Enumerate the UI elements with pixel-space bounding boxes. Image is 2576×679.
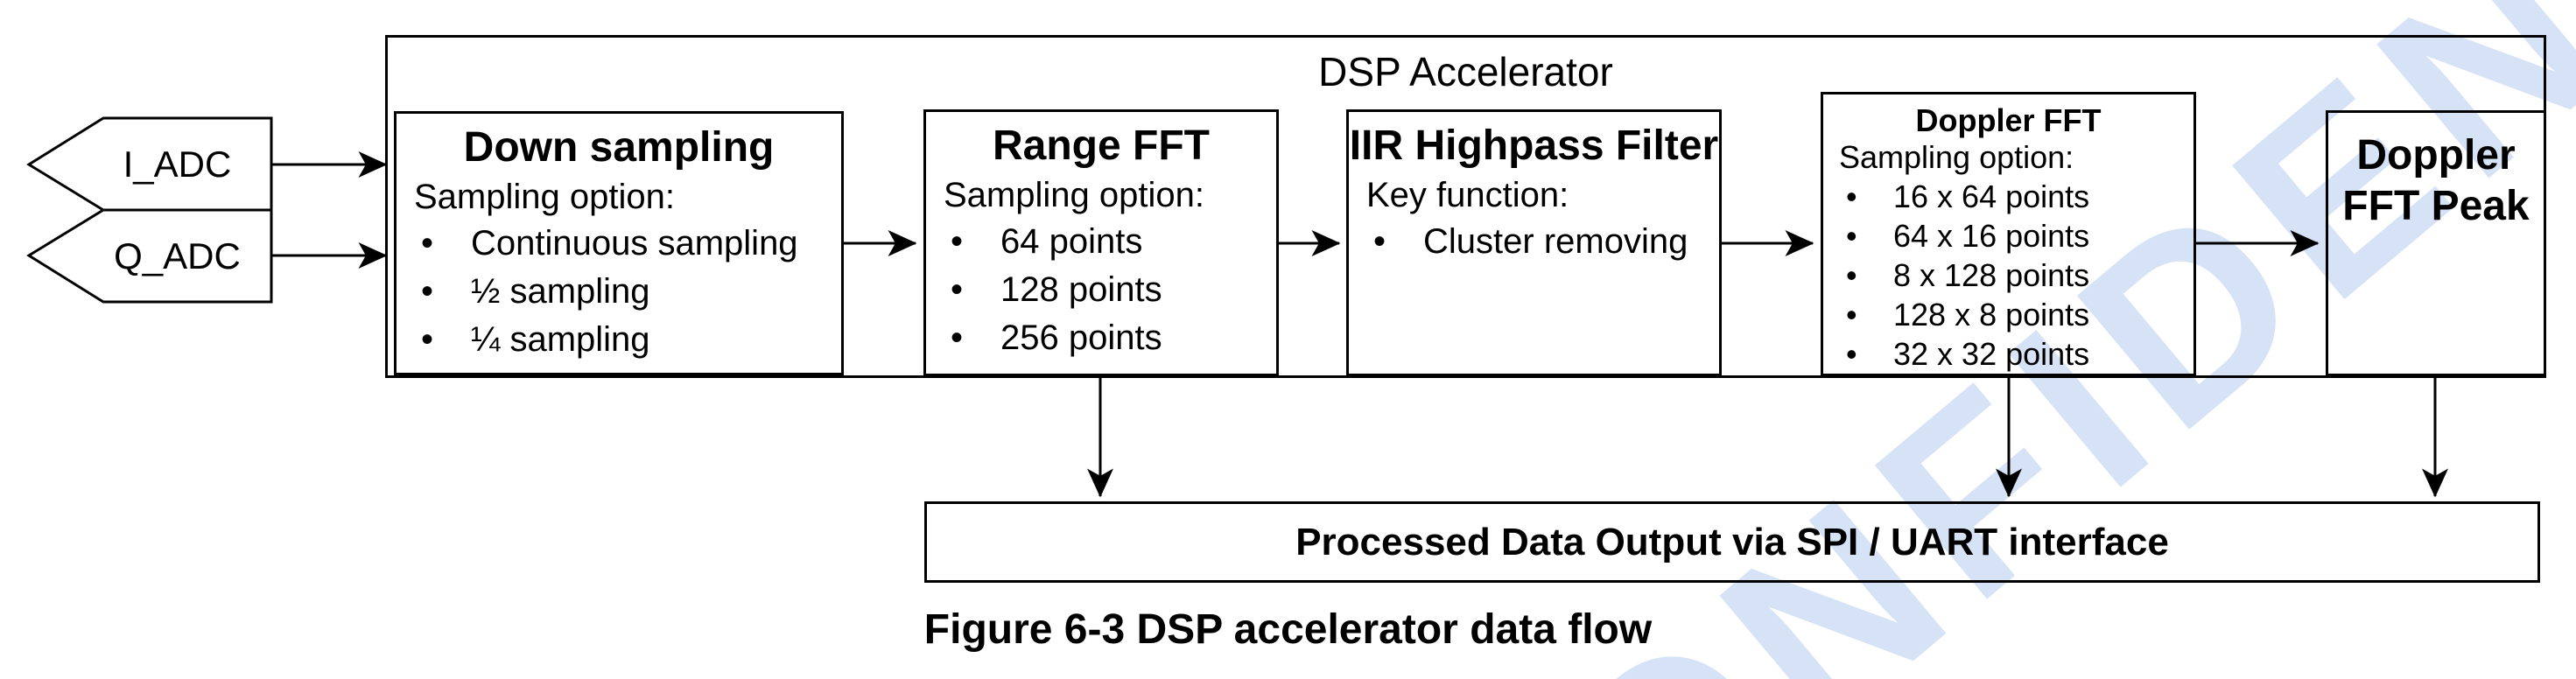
list-item: • 128 x 8 points [1823,295,2193,334]
block-down-sampling: Down sampling Sampling option: • Continu… [394,111,844,375]
list-item-text: 16 x 64 points [1893,178,2090,214]
input-tag-shape-i-adc [26,116,273,212]
block-subtitle: Key function: [1366,176,1569,214]
list-item-text: ½ sampling [471,272,650,311]
list-item: • 64 points [926,218,1276,266]
list-item-text: 32 x 32 points [1893,336,2090,372]
bullet-marker: • [1373,222,1386,261]
list-item: • ½ sampling [397,268,841,316]
block-title: Range FFT [993,122,1210,169]
input-tag-q-adc: Q_ADC [114,234,241,276]
block-subtitle: Sampling option: [1839,139,2074,175]
list-item-text: ¼ sampling [471,320,650,359]
output-box: Processed Data Output via SPI / UART int… [924,501,2540,583]
bullet-marker: • [1846,297,1857,332]
bullet-marker: • [1846,257,1857,293]
block-subtitle: Sampling option: [414,178,675,216]
block-range-fft: Range FFT Sampling option: • 64 points •… [923,109,1279,376]
list-item-text: 8 x 128 points [1893,257,2090,293]
output-box-label: Processed Data Output via SPI / UART int… [1295,520,2169,564]
list-item: • ¼ sampling [397,316,841,364]
block-doppler-fft: Doppler FFT Sampling option: • 16 x 64 p… [1821,92,2196,376]
block-subtitle: Sampling option: [944,176,1204,214]
list-item: • 128 points [926,266,1276,314]
block-title: IIR Highpass Filter [1349,122,1719,169]
list-item-text: 128 x 8 points [1893,297,2090,332]
block-title: Doppler FFT Peak [2342,132,2530,229]
dsp-accelerator-title: DSP Accelerator [1318,49,1613,94]
block-iir-highpass-filter: IIR Highpass Filter Key function: • Clus… [1346,109,1722,376]
figure-caption: Figure 6-3 DSP accelerator data flow [923,606,1653,653]
input-tag-i-adc: I_ADC [123,143,232,185]
list-item-text: 256 points [1000,318,1162,357]
bullet-marker: • [1846,336,1857,372]
bullet-marker: • [421,272,434,311]
input-tag-shape-q-adc [26,208,273,304]
list-item: • 32 x 32 points [1823,334,2193,374]
bullet-marker: • [951,318,964,357]
list-item-text: 128 points [1000,270,1162,309]
list-item: • Cluster removing [1349,218,1719,266]
list-item-text: Continuous sampling [471,224,798,262]
list-item: • 16 x 64 points [1823,177,2193,216]
list-item-text: 64 x 16 points [1893,218,2090,254]
bullet-marker: • [951,222,964,261]
list-item-text: Cluster removing [1423,222,1688,261]
list-item-text: 64 points [1000,222,1143,261]
list-item: • 256 points [926,314,1276,362]
list-item: • Continuous sampling [397,220,841,268]
block-doppler-fft-peak: Doppler FFT Peak [2326,110,2546,376]
bullet-marker: • [1846,218,1857,254]
bullet-marker: • [421,224,434,262]
list-item: • 8 x 128 points [1823,256,2193,295]
block-title: Doppler FFT [1915,102,2102,138]
bullet-marker: • [951,270,964,309]
block-title: Down sampling [463,124,775,171]
bullet-marker: • [1846,178,1857,214]
bullet-marker: • [421,320,434,359]
list-item: • 64 x 16 points [1823,216,2193,256]
